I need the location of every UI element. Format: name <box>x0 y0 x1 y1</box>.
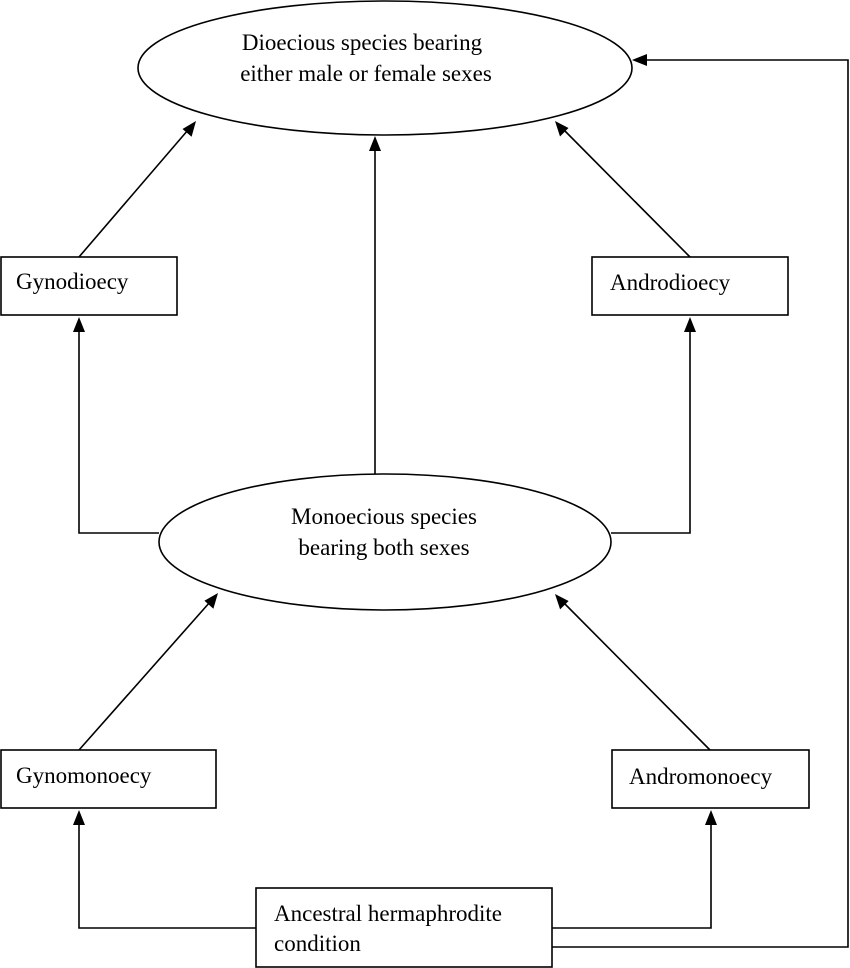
node-monoecious: Monoecious species bearing both sexes <box>158 473 612 611</box>
edge-monoecious-to-dioecious <box>369 136 381 474</box>
edges <box>73 54 849 948</box>
androdioecy-label: Androdioecy <box>610 270 731 295</box>
monoecious-label-line1: Monoecious species <box>291 504 477 529</box>
edge-ancestral-to-andromonoecy <box>552 810 717 929</box>
dioecious-label-line2: either male or female sexes <box>240 61 492 86</box>
node-androdioecy: Androdioecy <box>591 256 789 316</box>
edge-monoecious-to-androdioecy <box>611 317 696 534</box>
gynodioecy-label: Gynodioecy <box>16 269 129 294</box>
node-ancestral: Ancestral hermaphrodite condition <box>255 887 553 968</box>
andromonoecy-label: Andromonoecy <box>629 764 773 789</box>
node-andromonoecy: Andromonoecy <box>611 749 810 809</box>
edge-ancestral-to-gynomonoecy <box>73 810 256 929</box>
ancestral-label-line1: Ancestral hermaphrodite <box>274 901 502 926</box>
dioecious-label-line1: Dioecious species bearing <box>242 30 483 55</box>
node-gynodioecy: Gynodioecy <box>0 256 178 316</box>
monoecious-label-line2: bearing both sexes <box>298 535 469 560</box>
ancestral-label-line2: condition <box>274 931 361 956</box>
node-dioecious: Dioecious species bearing either male or… <box>137 0 633 136</box>
edge-ancestral-to-dioecious <box>552 54 849 948</box>
edge-gynomonoecy-to-monoecious <box>78 593 218 751</box>
gynomonoecy-label: Gynomonoecy <box>16 763 152 788</box>
edge-monoecious-to-gynodioecy <box>73 317 159 534</box>
edge-androdioecy-to-dioecious <box>555 121 691 258</box>
node-gynomonoecy: Gynomonoecy <box>0 749 217 809</box>
edge-gynodioecy-to-dioecious <box>78 121 196 258</box>
edge-andromonoecy-to-monoecious <box>555 594 711 751</box>
